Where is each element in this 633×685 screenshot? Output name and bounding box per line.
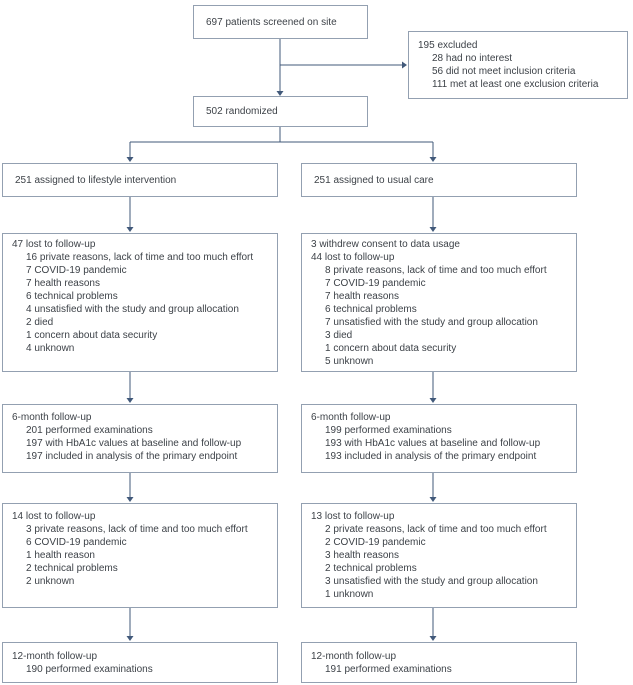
box-line: 8 private reasons, lack of time and too … [325, 265, 547, 276]
arrowhead-lost2-usual [429, 497, 437, 502]
box-excluded: 195 excluded 28 had no interest 56 did n… [408, 31, 628, 99]
box-line: 6-month follow-up [311, 412, 391, 423]
box-line: 2 unknown [26, 576, 75, 587]
box-line: 12-month follow-up [311, 651, 397, 662]
box-line: 7 COVID-19 pandemic [26, 265, 127, 276]
box-line: 7 health reasons [325, 291, 399, 302]
box-randomized: 502 randomized [193, 96, 368, 127]
box-line: 1 concern about data security [325, 343, 457, 354]
box-line: 6-month follow-up [12, 412, 92, 423]
box-line: 197 included in analysis of the primary … [26, 451, 238, 462]
box-line: 13 lost to follow-up [311, 511, 395, 522]
box-line: 2 died [26, 317, 54, 328]
box-line: 7 unsatisfied with the study and group a… [325, 317, 538, 328]
box-lost-followup-2-usual: 13 lost to follow-up 2 private reasons, … [301, 503, 577, 608]
box-line: 3 unsatisfied with the study and group a… [325, 576, 538, 587]
box-line: 4 unsatisfied with the study and group a… [26, 304, 239, 315]
box-line: 3 died [325, 330, 353, 341]
arrowhead-excluded [402, 61, 407, 69]
box-line: 6 technical problems [325, 304, 417, 315]
arrowhead-m6-usual [429, 398, 437, 403]
box-line: 195 excluded [418, 40, 478, 51]
box-line: 193 with HbA1c values at baseline and fo… [325, 438, 541, 449]
box-line: 201 performed examinations [26, 425, 153, 436]
box-line: 44 lost to follow-up [311, 252, 395, 263]
box-line: 502 randomized [206, 106, 278, 117]
box-line: 1 unknown [325, 589, 374, 600]
box-assigned-usual-care: 251 assigned to usual care [301, 163, 577, 197]
box-line: 5 unknown [325, 356, 374, 367]
box-line: 6 COVID-19 pandemic [26, 537, 127, 548]
box-line: 4 unknown [26, 343, 75, 354]
box-6-month-followup-usual: 6-month follow-up 199 performed examinat… [301, 404, 577, 473]
arrowhead-lost1-usual [429, 227, 437, 232]
box-line: 1 concern about data security [26, 330, 158, 341]
box-line: 16 private reasons, lack of time and too… [26, 252, 254, 263]
box-line: 2 technical problems [325, 563, 417, 574]
box-line: 1 health reason [26, 550, 95, 561]
box-line: 14 lost to follow-up [12, 511, 96, 522]
box-line: 197 with HbA1c values at baseline and fo… [26, 438, 242, 449]
box-line: 199 performed examinations [325, 425, 452, 436]
box-line: 697 patients screened on site [206, 16, 337, 28]
box-lost-followup-1-lifestyle: 47 lost to follow-up 16 private reasons,… [2, 233, 278, 372]
box-lost-followup-2-lifestyle: 14 lost to follow-up 3 private reasons, … [2, 503, 278, 608]
box-line: 2 private reasons, lack of time and too … [325, 524, 547, 535]
arrowhead-m6-lifestyle [126, 398, 134, 403]
box-line: 2 COVID-19 pandemic [325, 537, 426, 548]
box-12-month-followup-usual: 12-month follow-up 191 performed examina… [301, 642, 577, 683]
box-6-month-followup-lifestyle: 6-month follow-up 201 performed examinat… [2, 404, 278, 473]
box-line: 251 assigned to usual care [314, 174, 434, 186]
arrowhead-m12-usual [429, 636, 437, 641]
box-line: 7 COVID-19 pandemic [325, 278, 426, 289]
arrowhead-assign-usual [429, 157, 437, 162]
box-screened: 697 patients screened on site [193, 5, 368, 39]
box-line: 3 withdrew consent to data usage [311, 239, 460, 250]
arrowhead-randomized [276, 91, 284, 96]
arrowhead-lost1-lifestyle [126, 227, 134, 232]
box-line: 12-month follow-up [12, 651, 98, 662]
box-line: 7 health reasons [26, 278, 100, 289]
box-line: 111 met at least one exclusion criteria [432, 79, 599, 90]
box-line: 191 performed examinations [325, 664, 452, 675]
box-line: 28 had no interest [432, 53, 513, 64]
arrowhead-m12-lifestyle [126, 636, 134, 641]
arrowhead-lost2-lifestyle [126, 497, 134, 502]
box-line: 2 technical problems [26, 563, 118, 574]
arrowhead-assign-lifestyle [126, 157, 134, 162]
box-line: 190 performed examinations [26, 664, 153, 675]
box-assigned-lifestyle-intervention: 251 assigned to lifestyle intervention [2, 163, 278, 197]
box-lost-followup-1-usual: 3 withdrew consent to data usage 44 lost… [301, 233, 577, 372]
box-line: 251 assigned to lifestyle intervention [15, 174, 177, 186]
box-line: 56 did not meet inclusion criteria [432, 66, 576, 77]
box-line: 3 health reasons [325, 550, 399, 561]
box-12-month-followup-lifestyle: 12-month follow-up 190 performed examina… [2, 642, 278, 683]
box-line: 47 lost to follow-up [12, 239, 96, 250]
box-line: 3 private reasons, lack of time and too … [26, 524, 248, 535]
box-line: 6 technical problems [26, 291, 118, 302]
box-line: 193 included in analysis of the primary … [325, 451, 537, 462]
